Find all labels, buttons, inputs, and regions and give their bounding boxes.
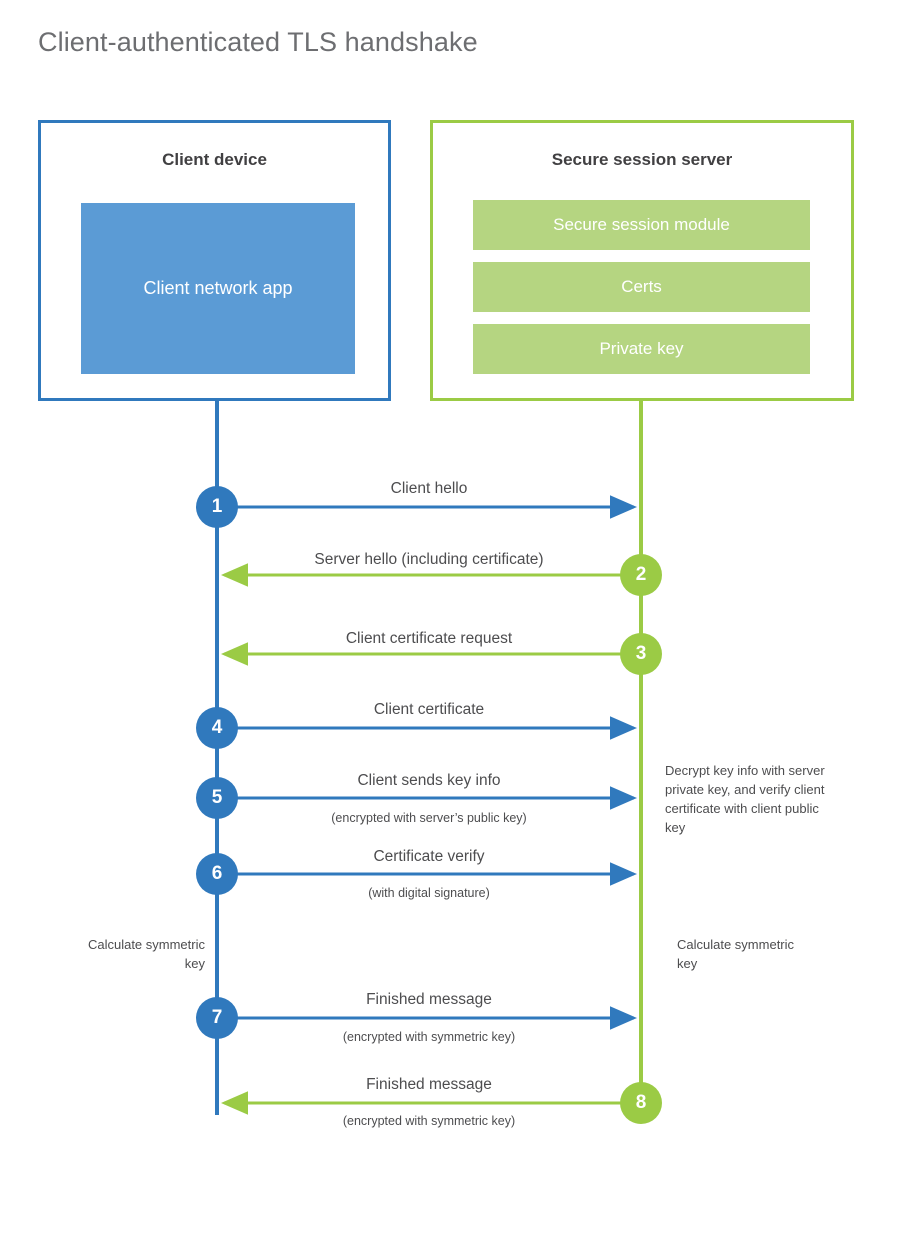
- step-badge-2[interactable]: 2: [620, 554, 662, 596]
- note-client-calculate-symmetric-key: Calculate symmetric key: [87, 937, 205, 971]
- step-badge-5[interactable]: 5: [196, 777, 238, 819]
- actor-box-client: Client device Client network app: [38, 120, 391, 401]
- step-badge-6[interactable]: 6: [196, 853, 238, 895]
- component-certs: Certs: [473, 262, 810, 312]
- message-label-2: Server hello (including certificate): [314, 551, 544, 568]
- message-label-5: Client sends key info: [357, 772, 501, 789]
- message-label-1: Client hello: [390, 480, 468, 497]
- message-label-3: Client certificate request: [345, 630, 513, 647]
- step-badge-7[interactable]: 7: [196, 997, 238, 1039]
- message-label-4: Client certificate: [373, 701, 485, 718]
- message-sublabel-7: (encrypted with symmetric key): [342, 1030, 516, 1044]
- step-badge-3[interactable]: 3: [620, 633, 662, 675]
- component-client-network-app: Client network app: [81, 203, 355, 374]
- message-sublabel-5: (encrypted with server’s public key): [331, 811, 527, 825]
- actor-title-server: Secure session server: [551, 150, 733, 169]
- actor-box-server: Secure session server Secure session mod…: [430, 120, 854, 401]
- note-server-decrypt: Decrypt key info with server private key…: [665, 763, 825, 835]
- step-badge-1[interactable]: 1: [196, 486, 238, 528]
- message-sublabel-8: (encrypted with symmetric key): [342, 1114, 516, 1128]
- message-label-7: Finished message: [366, 991, 492, 1008]
- note-server-calculate-symmetric-key: Calculate symmetric key: [677, 937, 795, 971]
- message-label-6: Certificate verify: [373, 848, 485, 865]
- page-title: Client-authenticated TLS handshake: [38, 27, 478, 57]
- message-sublabel-6: (with digital signature): [368, 886, 490, 900]
- message-label-8: Finished message: [366, 1076, 492, 1093]
- component-private-key: Private key: [473, 324, 810, 374]
- component-secure-session-module: Secure session module: [473, 200, 810, 250]
- actor-title-client: Client device: [162, 150, 267, 169]
- step-badge-8[interactable]: 8: [620, 1082, 662, 1124]
- step-badge-4[interactable]: 4: [196, 707, 238, 749]
